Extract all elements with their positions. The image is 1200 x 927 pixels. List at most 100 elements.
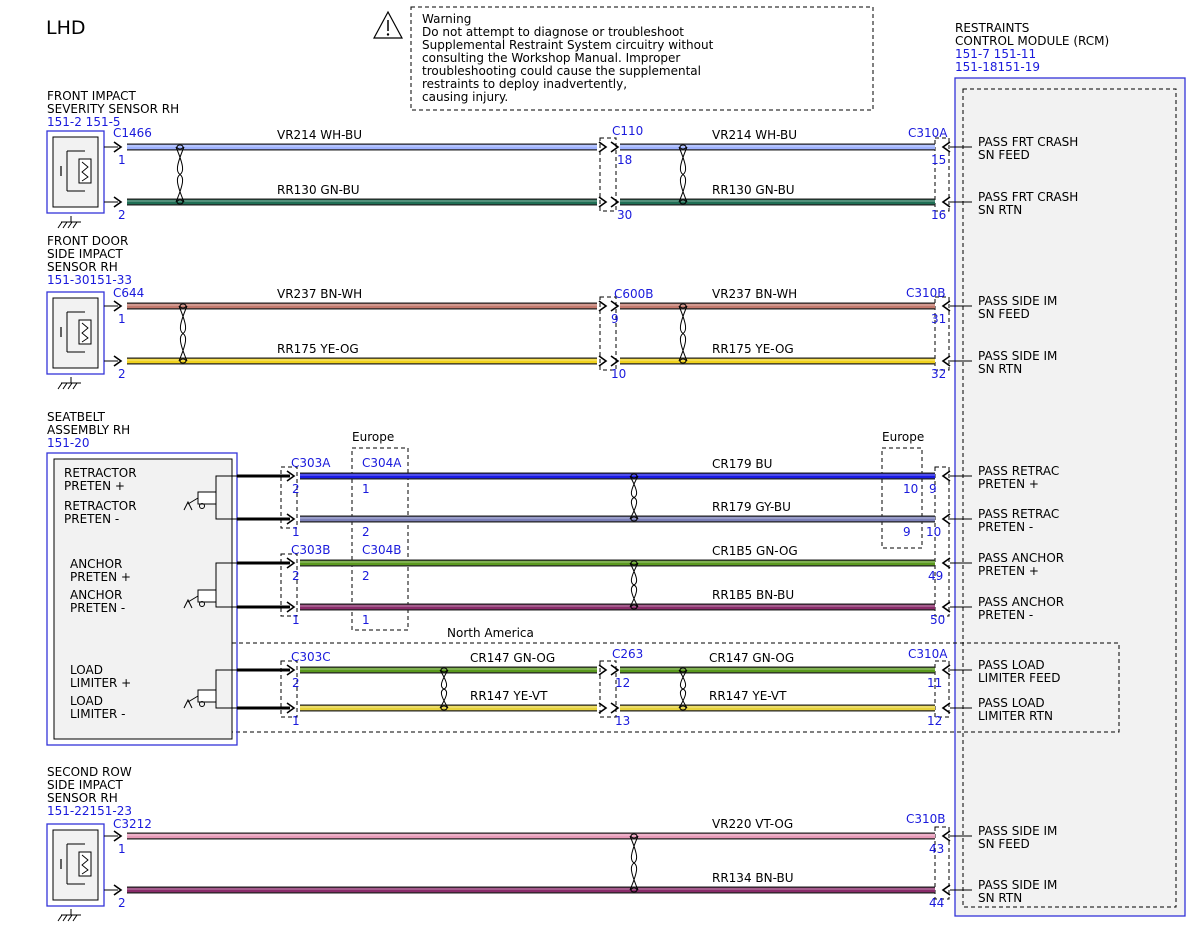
svg-text:C600B: C600B (614, 287, 654, 301)
svg-text:C303C: C303C (291, 650, 331, 664)
twisted-pair-marker-8-b (629, 835, 639, 891)
svg-text:CONTROL MODULE (RCM): CONTROL MODULE (RCM) (955, 34, 1109, 48)
front-door-sensor-symbol-resistor-zigzag (81, 322, 89, 343)
rcm-inner-box (962, 88, 1177, 908)
front-door-sensor-symbol-ground-hatch (57, 382, 63, 390)
front-impact-sensor-symbol-ground-hatch (62, 221, 68, 229)
wire-label-vr237-0: VR237 BN-WH (277, 287, 362, 301)
wire-label-rr147-0: RR147 YE-VT (470, 689, 548, 703)
component-seatbelt-assembly: SEATBELT ASSEMBLY RH 151-20 (47, 410, 130, 450)
inline-arrow-out-2-0 (598, 300, 608, 312)
twisted-pair-marker-8-top (630, 833, 638, 839)
svg-text:C304A: C304A (362, 456, 402, 470)
wire-label-cr147-1: CR147 GN-OG (709, 651, 794, 665)
seatbelt-lead-minus-1 (215, 600, 237, 608)
rcm-arrow-1 (941, 196, 951, 208)
rcm-pin-label-10: PASS SIDE IM (978, 824, 1057, 838)
pin-number-0-2: 15 (931, 153, 946, 167)
rcm-pin-label-10-b: SN FEED (978, 837, 1030, 851)
rcm-pin-label-8: PASS LOAD (978, 658, 1045, 672)
svg-text:ANCHOR: ANCHOR (70, 557, 122, 571)
wire-label-vr220-0: VR220 VT-OG (712, 817, 793, 831)
twisted-pair-marker-4-b (629, 475, 639, 520)
twisted-pair-marker-4-top (630, 473, 638, 479)
svg-text:SENSOR RH: SENSOR RH (47, 260, 118, 274)
svg-text:LIMITER +: LIMITER + (70, 676, 131, 690)
rcm-pin-label-1: PASS FRT CRASH (978, 190, 1078, 204)
svg-text:C110: C110 (612, 124, 643, 138)
twisted-pair-marker-6-b (439, 669, 449, 709)
europe-label-right: Europe (882, 430, 924, 444)
pin-number-4-2: 10 (903, 482, 918, 496)
wire-label-rr130-0: RR130 GN-BU (277, 183, 360, 197)
svg-text:SEATBELT: SEATBELT (47, 410, 106, 424)
twisted-pair-marker-1-top (679, 144, 687, 150)
svg-text:C310B: C310B (906, 286, 946, 300)
twisted-pair-marker-2-b (178, 305, 188, 362)
pretensioner-squib-0-body (197, 491, 217, 505)
pin-number-0-0: 1 (118, 153, 126, 167)
connector-rcm-d-box (934, 660, 950, 718)
svg-text:PRETEN +: PRETEN + (70, 570, 131, 584)
svg-text:151-7 151-11: 151-7 151-11 (955, 47, 1036, 61)
pretensioner-squib-1-body (197, 589, 217, 603)
pin-number-2-0: 1 (118, 312, 126, 326)
rcm-pin-label-8-b: LIMITER FEED (978, 671, 1061, 685)
front-impact-sensor-symbol-outer (46, 130, 105, 214)
twisted-pair-marker-5-bottom (630, 604, 638, 610)
wire-start-arrow-10 (113, 830, 123, 842)
twisted-pair-marker-4-bottom (630, 516, 638, 522)
rcm-pin-label-4-b: PRETEN + (978, 477, 1039, 491)
svg-text:LIMITER -: LIMITER - (70, 707, 126, 721)
svg-text:PRETEN +: PRETEN + (64, 479, 125, 493)
rcm-arrow-0 (941, 141, 951, 153)
pin-number-3-0: 2 (118, 367, 126, 381)
wire-label-rr147-1: RR147 YE-VT (709, 689, 787, 703)
svg-text:ASSEMBLY RH: ASSEMBLY RH (47, 423, 130, 437)
inline-arrow-out-0-0 (598, 141, 608, 153)
pretensioner-squib-1-terminal (199, 601, 205, 607)
pin-number-10-1: 43 (929, 842, 944, 856)
rcm-pin-label-0-b: SN FEED (978, 148, 1030, 162)
twisted-pair-marker-5-top (630, 560, 638, 566)
connector-rcm-b-box (934, 296, 950, 371)
component-front-impact-sensor: FRONT IMPACT SEVERITY SENSOR RH 151-2 15… (47, 89, 179, 129)
rcm-arrow-9 (941, 702, 951, 714)
inline-arrow-out-1-0 (598, 196, 608, 208)
twisted-pair-marker-3-b (678, 305, 688, 362)
rcm-title: RESTRAINTS CONTROL MODULE (RCM) 151-7 15… (955, 21, 1109, 74)
pin-number-6-0: 2 (292, 569, 300, 583)
pin-number-8-0: 2 (292, 676, 300, 690)
svg-text:ANCHOR: ANCHOR (70, 588, 122, 602)
svg-text:FRONT IMPACT: FRONT IMPACT (47, 89, 137, 103)
rcm-pin-label-11: PASS SIDE IM (978, 878, 1057, 892)
front-door-sensor-symbol-ground-hatch (67, 382, 73, 390)
svg-text:LOAD: LOAD (70, 694, 103, 708)
rcm-arrow-6 (941, 557, 951, 569)
front-impact-sensor-symbol-ground-hatch (57, 221, 63, 229)
second-row-sensor-symbol-outer (46, 823, 105, 907)
pin-number-3-2: 32 (931, 367, 946, 381)
europe-region-left (351, 447, 409, 631)
twisted-pair-marker-6-bottom (440, 705, 448, 711)
front-impact-sensor-symbol-ground-hatch (72, 221, 78, 229)
pin-number-1-1: 30 (617, 208, 632, 222)
wire-start-arrow-6 (286, 557, 296, 569)
wire-start-arrow-9 (286, 702, 296, 714)
pin-number-4-3: 9 (929, 482, 937, 496)
svg-text:C304B: C304B (362, 543, 402, 557)
rcm-pin-label-3-b: SN RTN (978, 362, 1022, 376)
svg-text:Supplemental Restraint System: Supplemental Restraint System circuitry … (422, 38, 714, 52)
pin-number-2-2: 31 (931, 312, 946, 326)
pin-number-7-1: 1 (362, 613, 370, 627)
svg-text:151-22151-23: 151-22151-23 (47, 804, 132, 818)
svg-text:C310A: C310A (908, 126, 948, 140)
inline-arrow-in-2-1 (610, 300, 620, 312)
pretensioner-squib-2-body (197, 689, 217, 703)
twisted-pair-marker-3-bottom (679, 358, 687, 364)
pin-number-9-2: 12 (927, 714, 942, 728)
pin-number-9-0: 1 (292, 714, 300, 728)
svg-text:PRETEN -: PRETEN - (64, 512, 119, 526)
rcm-pin-label-6-b: PRETEN + (978, 564, 1039, 578)
